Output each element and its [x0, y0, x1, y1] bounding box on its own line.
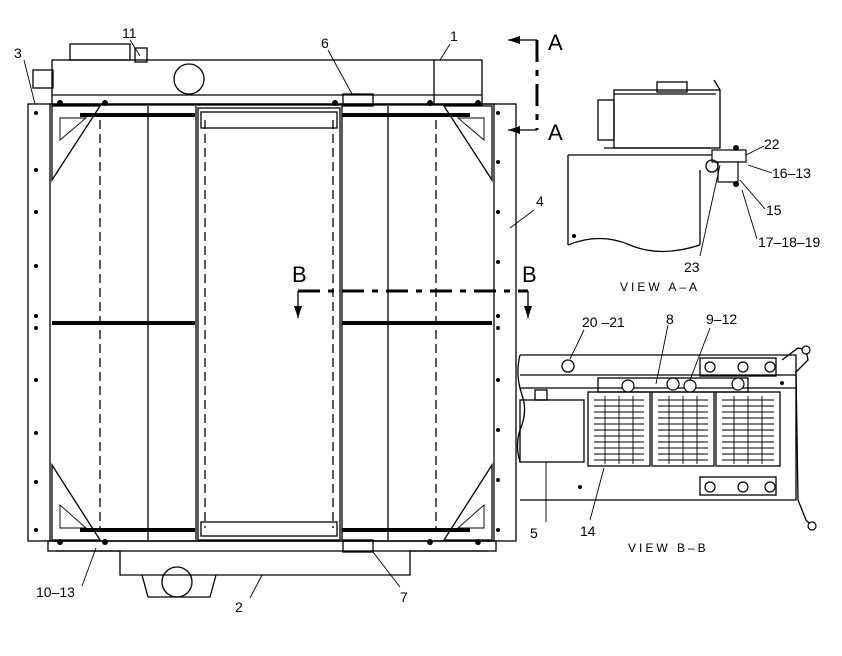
louver-panels-item-14	[587, 391, 781, 467]
tank-body	[613, 89, 721, 149]
section-a-marker	[508, 36, 539, 134]
callout-9-12: 9–12	[706, 311, 737, 327]
leader-lines	[23, 39, 535, 599]
cap-item-11	[134, 47, 148, 63]
callout-17-18-19: 17–18–19	[758, 234, 821, 250]
bottom-tank-flange	[47, 540, 497, 552]
callout-14: 14	[580, 523, 596, 539]
callout-1: 1	[450, 28, 458, 44]
view-a-title: VIEW A–A	[620, 280, 700, 294]
callout-2: 2	[235, 599, 243, 615]
section-a-bottom-label: A	[548, 120, 563, 145]
header-bolts	[57, 100, 481, 545]
callout-7: 7	[400, 589, 408, 605]
bottom-tank	[56, 550, 488, 576]
clamp-item-7	[342, 539, 374, 553]
view-b-b	[516, 345, 817, 531]
section-a-top-label: A	[548, 30, 563, 55]
callout-11: 11	[122, 25, 137, 41]
callout-4: 4	[536, 193, 544, 209]
section-b-left-label: B	[292, 262, 307, 287]
clamp-item-6	[342, 93, 374, 107]
view-b-title: VIEW B–B	[628, 541, 709, 555]
callout-23: 23	[684, 259, 700, 275]
view-titles: VIEW A–A VIEW B–B	[620, 280, 709, 555]
top-tank-inlet-stub	[32, 69, 54, 89]
callout-3: 3	[14, 45, 22, 61]
top-tank	[51, 59, 483, 106]
callout-16-13: 16–13	[772, 165, 811, 181]
bolt-item-20-21	[561, 359, 575, 373]
callout-6: 6	[321, 35, 329, 51]
top-tank-fitting	[69, 43, 131, 61]
bottom-tank-port	[161, 566, 193, 598]
section-b-marker	[294, 289, 532, 318]
center-panel	[197, 107, 341, 541]
callout-labels: 1 2 3 4 5 6 7 8 9–12 10–13 11 14 15 16–1…	[14, 25, 821, 615]
bracket-item-5	[519, 399, 585, 463]
view-a-leaders	[699, 145, 773, 257]
corner-gussets	[51, 105, 493, 541]
side-plate-bolts	[34, 111, 500, 532]
callout-15: 15	[766, 202, 782, 218]
callout-20-21: 20 –21	[582, 314, 625, 330]
view-b-leaders	[545, 324, 711, 522]
callout-22: 22	[764, 136, 780, 152]
section-labels: A A B B	[292, 30, 563, 287]
bracket-item-22	[711, 149, 747, 163]
callout-5: 5	[530, 525, 538, 541]
main-view	[27, 43, 517, 598]
view-a-a	[567, 79, 747, 253]
callout-8: 8	[666, 311, 674, 327]
top-tank-port	[173, 63, 205, 95]
bolt-item-9-12	[621, 379, 635, 393]
header-plate	[520, 354, 797, 501]
callout-10-13: 10–13	[36, 584, 75, 600]
section-b-right-label: B	[522, 262, 537, 287]
